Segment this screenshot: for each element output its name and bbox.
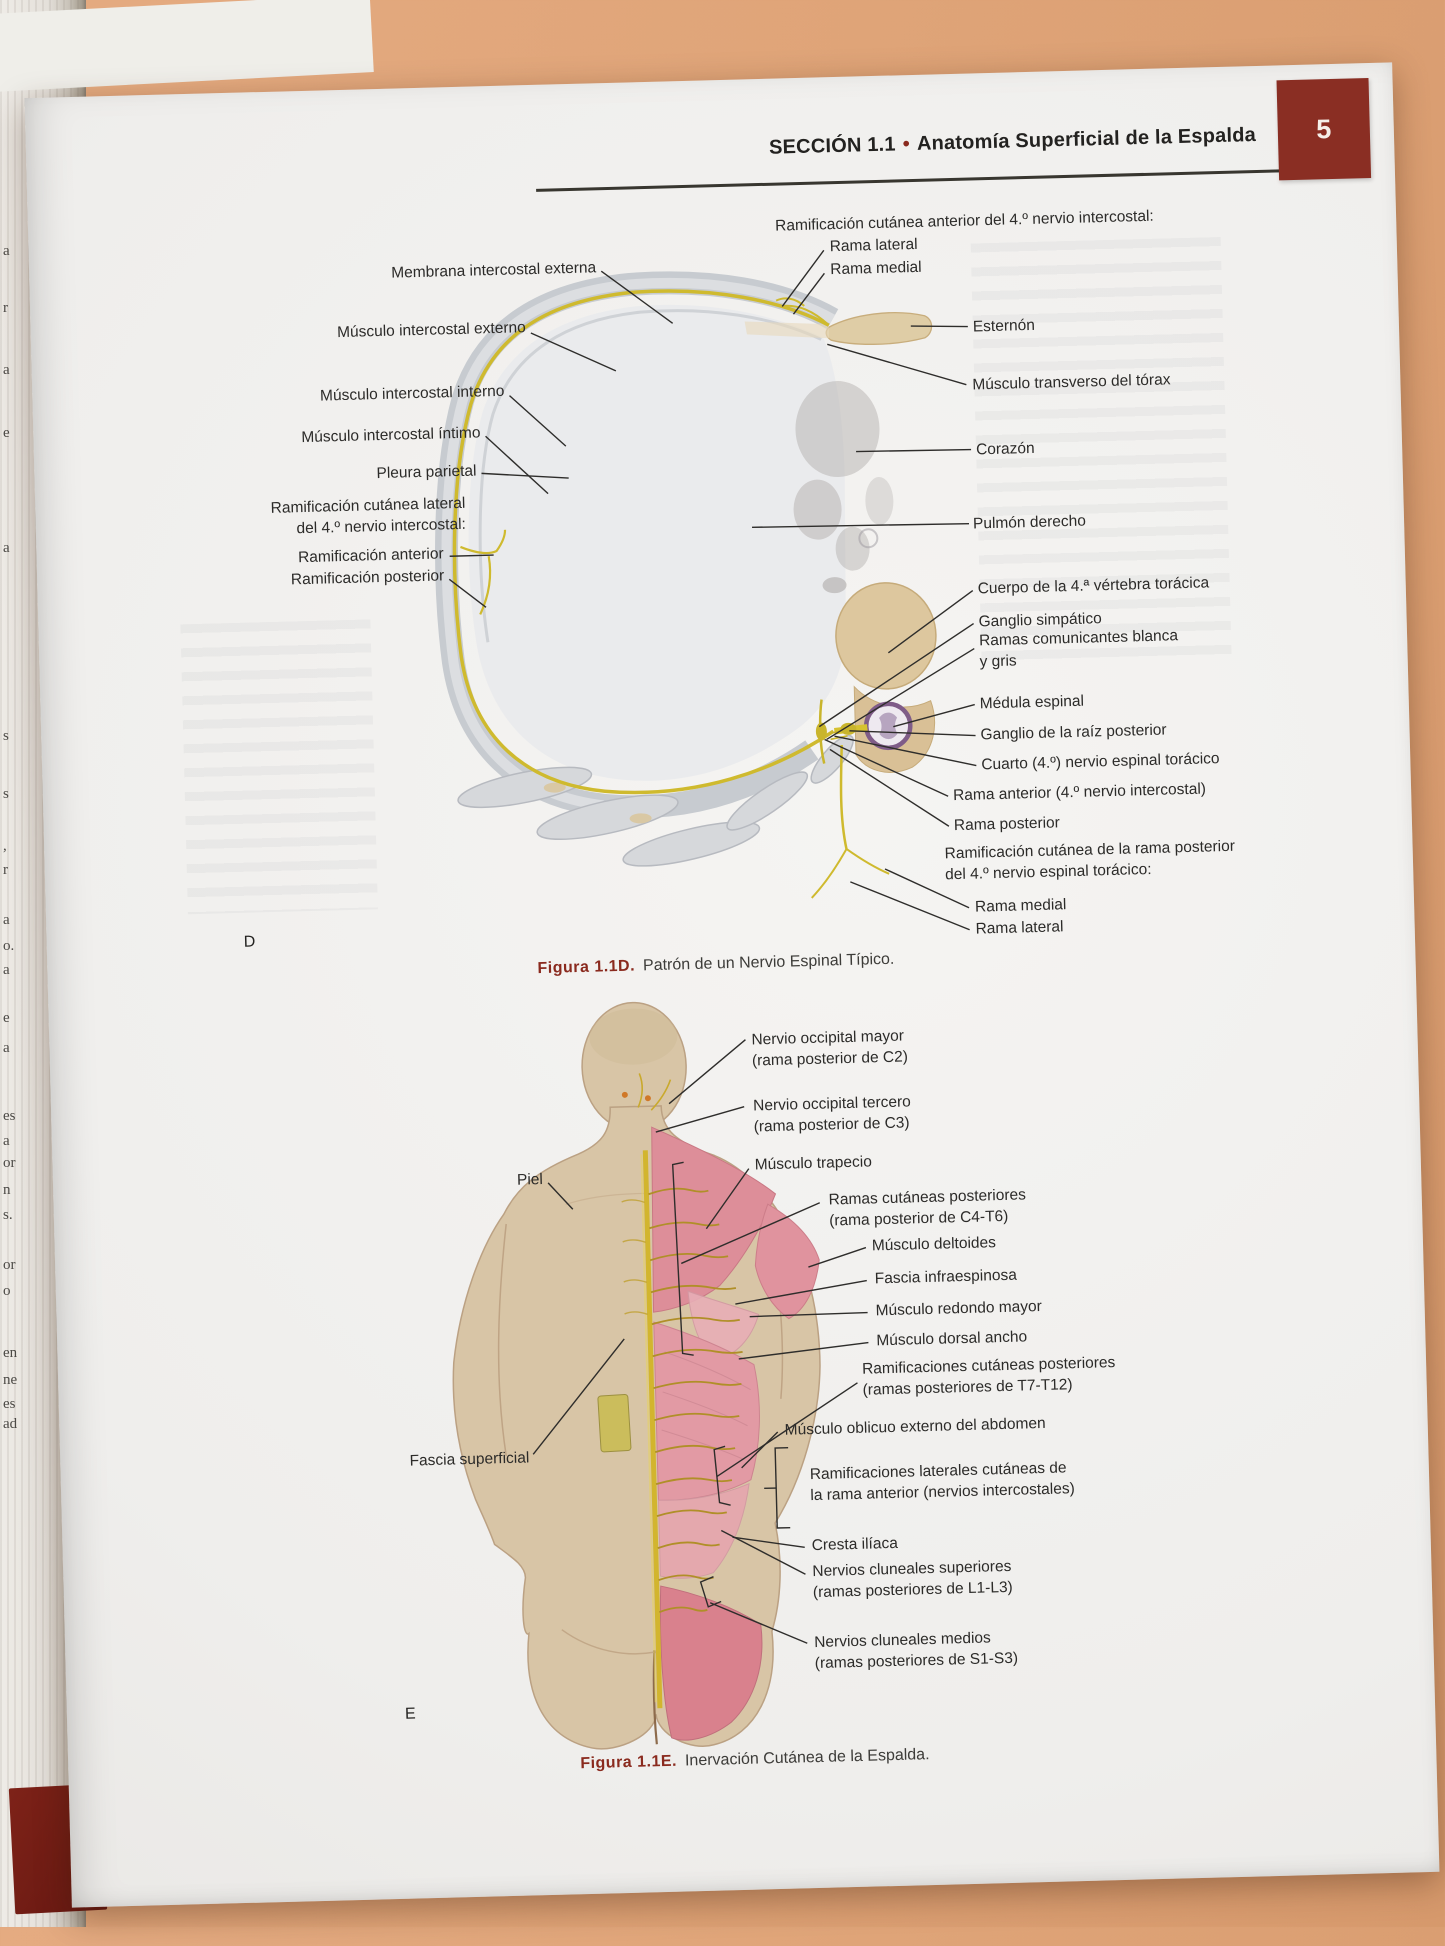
label-medula-espinal: Médula espinal bbox=[979, 692, 1084, 715]
label-pulmon-derecho: Pulmón derecho bbox=[973, 512, 1086, 536]
label-esternon: Esternón bbox=[973, 316, 1036, 338]
label-nervios-cluneales-medios: Nervios cluneales medios (ramas posterio… bbox=[814, 1628, 1018, 1675]
figure-d-illustration bbox=[439, 247, 984, 944]
label-musculo-deltoides: Músculo deltoides bbox=[872, 1233, 997, 1257]
label-nervio-occipital-tercero: Nervio occipital tercero (rama posterior… bbox=[753, 1092, 912, 1138]
book-page: SECCIÓN 1.1•Anatomía Superficial de la E… bbox=[25, 62, 1440, 1907]
label-post-rama-medial: Rama medial bbox=[975, 895, 1067, 918]
figure-d-caption-label: Figura 1.1D. bbox=[537, 958, 635, 978]
figure-e-panel-letter: E bbox=[405, 1706, 416, 1724]
label-nervio-occipital-mayor: Nervio occipital mayor (rama posterior d… bbox=[751, 1026, 908, 1072]
label-fascia-infraespinosa: Fascia infraespinosa bbox=[874, 1266, 1017, 1290]
label-rama-lateral-top: Rama lateral bbox=[829, 235, 917, 258]
label-corazon: Corazón bbox=[976, 439, 1035, 461]
label-ramas-cutaneas-posteriores: Ramas cutáneas posteriores (rama posteri… bbox=[828, 1185, 1026, 1232]
label-ramificacion-cutanea-lateral: Ramificación cutánea lateral del 4.º ner… bbox=[145, 494, 466, 544]
label-musculo-trapecio: Músculo trapecio bbox=[754, 1152, 872, 1176]
figure-e-caption-label: Figura 1.1E. bbox=[580, 1753, 677, 1773]
label-nervios-cluneales-superiores: Nervios cluneales superiores (ramas post… bbox=[812, 1557, 1013, 1604]
label-rama-medial-top: Rama medial bbox=[830, 258, 922, 281]
lung-field bbox=[462, 300, 852, 785]
label-ramas-comunicantes: Ramas comunicantes blanca y gris bbox=[979, 626, 1179, 673]
label-musculo-redondo-mayor: Músculo redondo mayor bbox=[875, 1297, 1042, 1322]
label-musculo-dorsal-ancho: Músculo dorsal ancho bbox=[876, 1327, 1027, 1352]
superficial-fascia-flap bbox=[598, 1394, 631, 1452]
figure-d-panel-letter: D bbox=[243, 933, 255, 951]
label-piel: Piel bbox=[517, 1170, 543, 1191]
spinal-cord bbox=[866, 703, 911, 748]
label-ramificacion-cutanea-posterior: Ramificación cutánea de la rama posterio… bbox=[944, 837, 1235, 886]
sternum-shape bbox=[826, 312, 932, 346]
label-cresta-iliaca: Cresta ilíaca bbox=[811, 1534, 898, 1557]
label-rama-posterior: Rama posterior bbox=[954, 813, 1060, 837]
label-ramificaciones-laterales: Ramificaciones laterales cutáneas de la … bbox=[810, 1458, 1075, 1506]
label-ramificaciones-cutaneas-posteriores: Ramificaciones cutáneas posteriores (ram… bbox=[862, 1353, 1116, 1401]
label-post-rama-lateral: Rama lateral bbox=[975, 917, 1063, 940]
